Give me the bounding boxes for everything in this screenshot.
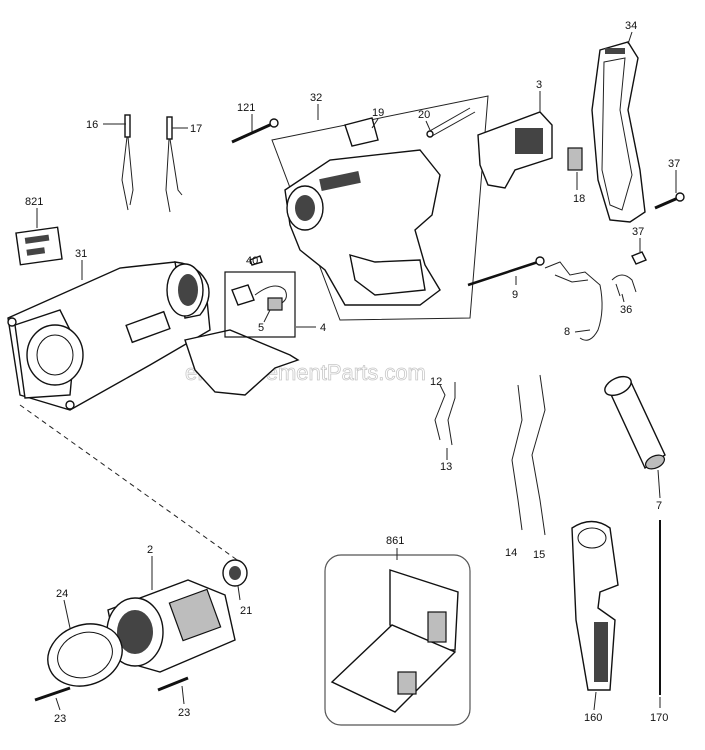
part-160-side-handle[interactable] (571, 520, 619, 691)
label-2: 2 (147, 544, 153, 556)
label-37-upper: 37 (668, 158, 680, 170)
label-23-left: 23 (54, 713, 66, 725)
part-40-screw[interactable] (249, 255, 263, 266)
label-4: 4 (320, 322, 326, 334)
label-821: 821 (25, 196, 43, 208)
part-37-screw-upper[interactable] (654, 192, 685, 210)
label-20: 20 (418, 109, 430, 121)
label-3: 3 (536, 79, 542, 91)
part-31-motor-housing[interactable] (7, 261, 300, 411)
label-170: 170 (650, 712, 668, 724)
label-21: 21 (240, 605, 252, 617)
part-12-wire[interactable] (434, 384, 446, 441)
label-23-right: 23 (178, 707, 190, 719)
label-34: 34 (625, 20, 637, 32)
label-40: 40 (246, 255, 258, 267)
label-14: 14 (505, 547, 517, 559)
part-9-rod[interactable] (467, 256, 545, 287)
part-20-spring-clip[interactable] (426, 107, 476, 138)
label-16: 16 (86, 119, 98, 131)
label-19: 19 (372, 107, 384, 119)
part-3-switch[interactable] (477, 111, 553, 189)
label-13: 13 (440, 461, 452, 473)
part-24-baffle[interactable] (39, 614, 131, 696)
part-23-screw-left[interactable] (34, 686, 71, 702)
label-160: 160 (584, 712, 602, 724)
part-36-cord-clamp[interactable] (611, 274, 637, 297)
part-23-screw-right[interactable] (157, 676, 189, 692)
label-15: 15 (533, 549, 545, 561)
label-121: 121 (237, 102, 255, 114)
part-2-stator[interactable] (106, 579, 236, 673)
label-24: 24 (56, 588, 68, 600)
part-18-block[interactable] (567, 147, 583, 171)
part-13-wire[interactable] (447, 382, 456, 446)
part-14-wire[interactable] (511, 384, 523, 531)
part-821-label-plate[interactable] (15, 226, 63, 266)
part-8-power-cord[interactable] (544, 261, 603, 341)
label-36: 36 (620, 304, 632, 316)
label-9: 9 (512, 289, 518, 301)
part-4-brush-holder-group[interactable] (224, 271, 296, 338)
label-32: 32 (310, 92, 322, 104)
label-861: 861 (386, 535, 404, 547)
part-121-screw[interactable] (231, 118, 279, 144)
label-5: 5 (258, 322, 264, 334)
label-18: 18 (573, 193, 585, 205)
label-8: 8 (564, 326, 570, 338)
label-12: 12 (430, 376, 442, 388)
part-21-bearing[interactable] (222, 559, 248, 587)
part-37-screw-lower[interactable] (631, 251, 647, 265)
label-17: 17 (190, 123, 202, 135)
part-32-gear-housing-group[interactable] (271, 95, 489, 321)
label-37-lower: 37 (632, 226, 644, 238)
part-861-carrying-case[interactable] (324, 554, 471, 726)
part-34-handle-half[interactable] (591, 41, 646, 223)
part-16-brush-lead[interactable] (121, 114, 134, 211)
callout-labels: 16 17 821 121 32 19 20 3 18 34 37 37 31 … (25, 20, 680, 725)
part-17-brush-lead[interactable] (165, 116, 183, 213)
part-7-auxiliary-handle[interactable] (602, 373, 667, 472)
part-5-carbon-brush[interactable] (267, 297, 283, 311)
label-7: 7 (656, 500, 662, 512)
part-15-wire[interactable] (531, 374, 546, 536)
part-19-plate[interactable] (344, 117, 379, 147)
label-31: 31 (75, 248, 87, 260)
